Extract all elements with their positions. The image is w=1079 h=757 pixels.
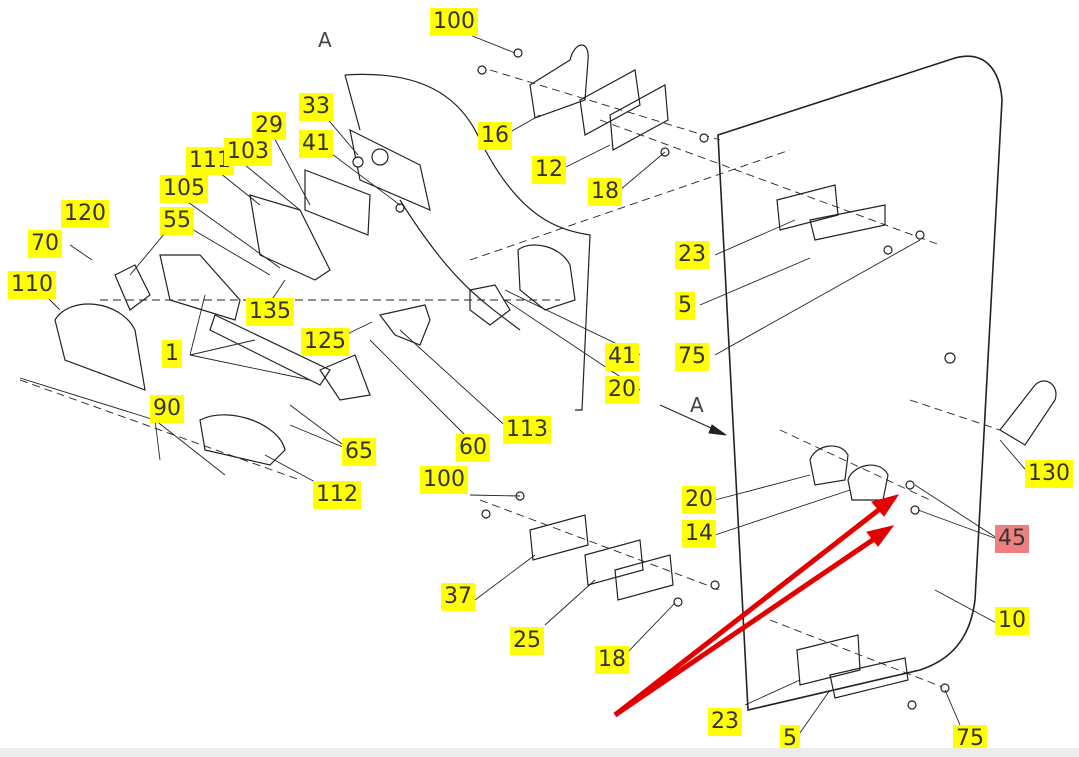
callout-20-right: 20 xyxy=(682,486,716,514)
plate-12a xyxy=(579,69,641,136)
lock-120 xyxy=(114,264,151,311)
bracket-right xyxy=(517,244,576,311)
hinge-23-bottom xyxy=(796,634,861,686)
callout-120: 120 xyxy=(61,200,109,228)
center-lines xyxy=(19,69,1001,691)
red-arrows xyxy=(613,494,900,718)
callout-130: 130 xyxy=(1025,460,1073,488)
plate-25a xyxy=(584,539,644,586)
callout-18-top: 18 xyxy=(588,178,622,206)
plate-12b xyxy=(609,84,669,151)
handle-113 xyxy=(378,304,431,346)
hinge-5-bottom xyxy=(829,657,909,699)
view-label-a-top: A xyxy=(318,28,332,52)
cover-112 xyxy=(199,414,286,466)
rod-1 xyxy=(209,314,331,386)
callout-110: 110 xyxy=(8,271,56,299)
callout-10: 10 xyxy=(995,607,1029,635)
cover-110 xyxy=(54,303,146,391)
door-panel xyxy=(717,55,1003,711)
callout-55: 55 xyxy=(160,207,194,235)
view-arrow-a xyxy=(659,404,727,436)
latch-bracket-103 xyxy=(249,194,331,281)
callout-23-bottom: 23 xyxy=(708,708,742,736)
plate-25b xyxy=(614,554,674,601)
callout-135: 135 xyxy=(246,298,294,326)
callout-16: 16 xyxy=(478,122,512,150)
callout-41-left: 41 xyxy=(299,130,333,158)
callout-41-right: 41 xyxy=(605,343,639,371)
pad-20-right xyxy=(809,445,849,486)
callout-90: 90 xyxy=(150,395,184,423)
callout-70: 70 xyxy=(28,230,62,258)
callout-100-top: 100 xyxy=(430,8,478,36)
callout-37: 37 xyxy=(441,583,475,611)
parts xyxy=(54,44,1057,699)
hinge-23-top xyxy=(776,184,839,231)
callout-12: 12 xyxy=(532,156,566,184)
callout-29: 29 xyxy=(252,112,286,140)
plate-41-left xyxy=(304,169,371,236)
callout-65: 65 xyxy=(342,438,376,466)
callout-113: 113 xyxy=(503,416,551,444)
link-1 xyxy=(319,354,371,401)
callout-125: 125 xyxy=(301,328,349,356)
callout-112: 112 xyxy=(313,481,361,509)
callout-25: 25 xyxy=(510,627,544,655)
bottom-scroll-strip xyxy=(0,748,1079,757)
callout-105: 105 xyxy=(160,175,208,203)
pad-14 xyxy=(847,464,889,501)
frame-curve xyxy=(344,73,591,411)
callout-23-top: 23 xyxy=(675,241,709,269)
handle-130 xyxy=(999,380,1057,446)
callout-5-bottom: 5 xyxy=(780,725,800,753)
callout-60: 60 xyxy=(456,434,490,462)
view-label-a-right: A xyxy=(690,393,704,417)
pad-41-20 xyxy=(469,284,511,326)
hinge-plate-16 xyxy=(529,44,589,119)
callout-103: 103 xyxy=(224,138,272,166)
hinge-5-top xyxy=(809,204,886,241)
callout-33: 33 xyxy=(299,93,333,121)
callout-75-top: 75 xyxy=(675,343,709,371)
callout-45-highlighted: 45 xyxy=(995,525,1029,553)
callout-14: 14 xyxy=(682,520,716,548)
shaft-1 xyxy=(159,254,241,321)
callout-18-bottom: 18 xyxy=(595,646,629,674)
callout-1: 1 xyxy=(162,340,182,368)
callout-100-bottom: 100 xyxy=(420,466,468,494)
frame-curve-left xyxy=(344,74,521,331)
plate-37 xyxy=(529,514,589,561)
callout-5-top: 5 xyxy=(675,292,695,320)
callout-20-top: 20 xyxy=(605,376,639,404)
